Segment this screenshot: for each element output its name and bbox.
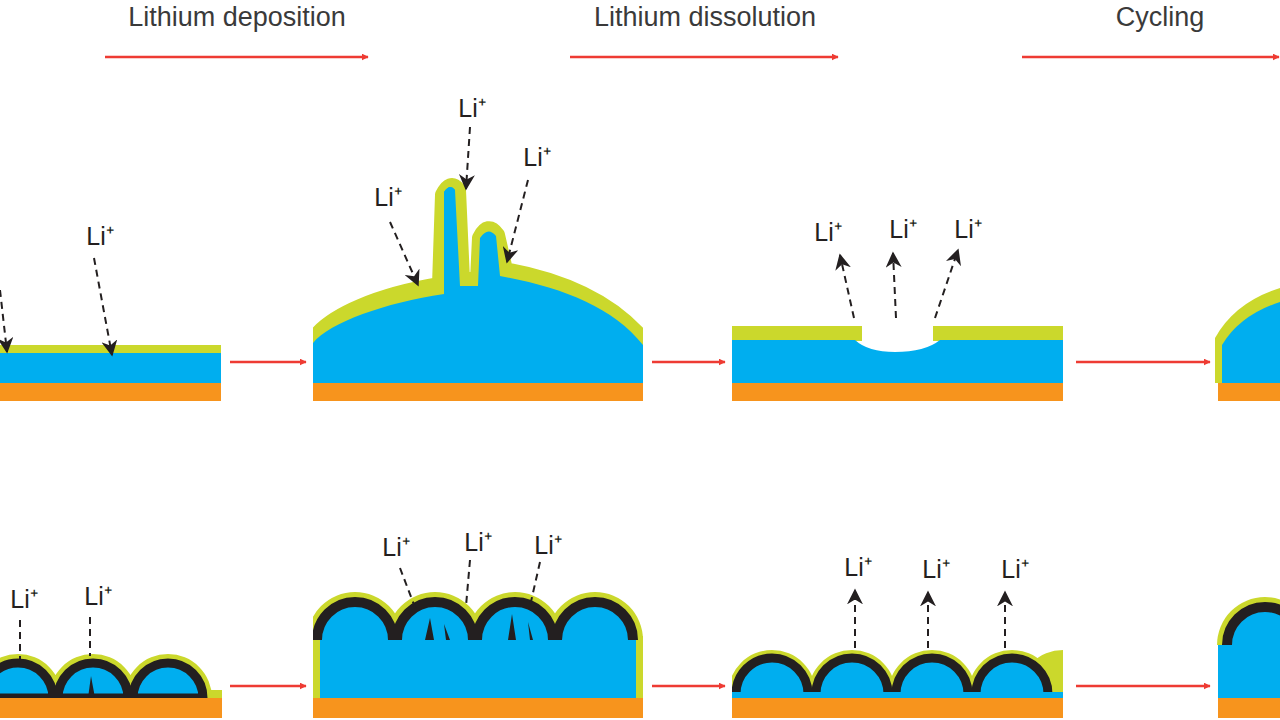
ion-label: Li⁺ <box>954 217 981 242</box>
ion-label: Li⁺ <box>1001 557 1028 582</box>
ion-label: Li⁺ <box>844 555 871 580</box>
ion-label: Li⁺ <box>10 587 37 612</box>
step-arrow <box>230 685 1210 688</box>
dendrite-growth <box>313 186 643 401</box>
ion-label: Li⁺ <box>458 96 485 121</box>
ion-label: Li⁺ <box>374 185 401 210</box>
ion-label: Li⁺ <box>922 557 949 582</box>
ion-label: Li⁺ <box>382 535 409 560</box>
bare-lithium-anode <box>0 345 221 401</box>
ion-flux-arrow <box>855 590 1005 648</box>
pitted-lithium-anode <box>732 326 1063 401</box>
step-label: Cycling <box>1116 4 1205 31</box>
ion-flux-arrow <box>0 127 958 355</box>
coated-lithium-anode <box>0 654 222 718</box>
ion-label: Li⁺ <box>534 533 561 558</box>
ion-label: Li⁺ <box>523 145 550 170</box>
step-arrow <box>105 56 1279 59</box>
ion-label: Li⁺ <box>84 584 111 609</box>
ion-flux-line <box>20 560 540 660</box>
step-arrow <box>230 361 1210 364</box>
ion-label: Li⁺ <box>814 220 841 245</box>
step-label: Lithium deposition <box>128 4 346 31</box>
step-label: Lithium dissolution <box>594 4 816 31</box>
ion-label: Li⁺ <box>464 530 491 555</box>
cycled-lithium-anode <box>1215 288 1280 401</box>
cycled-coated-anode <box>1217 597 1280 718</box>
coated-lithium-deposit <box>313 592 643 718</box>
ion-label: Li⁺ <box>86 224 113 249</box>
coated-anode-after-dissolution <box>732 650 1063 718</box>
ion-label: Li⁺ <box>889 217 916 242</box>
